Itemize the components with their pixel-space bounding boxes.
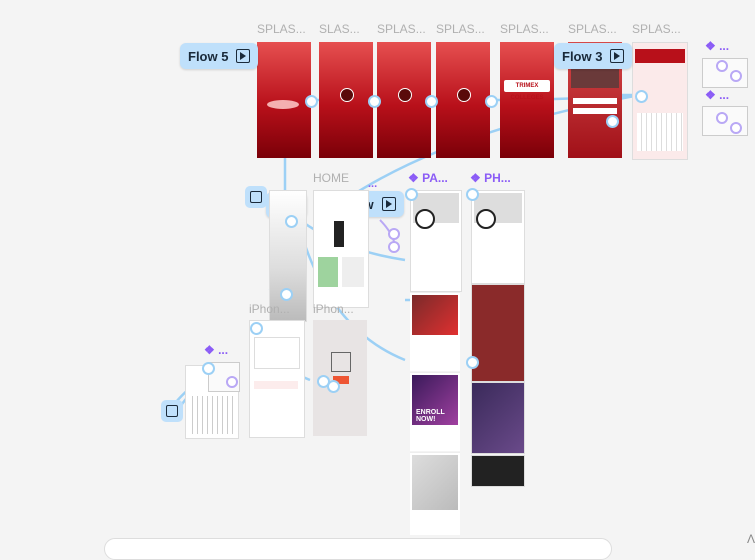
bottom-toolbar[interactable]	[104, 538, 612, 560]
flow-5-label: Flow 5	[188, 48, 229, 64]
flow-3-chip[interactable]: Flow 3	[554, 43, 633, 69]
connector-node[interactable]	[466, 356, 479, 369]
component-label[interactable]: ❖ ...	[705, 88, 730, 102]
corner-caret[interactable]: Λ	[747, 532, 755, 546]
profile-page-frame[interactable]	[410, 190, 462, 292]
frame-label-home[interactable]: HOME	[313, 171, 349, 185]
frame-label-splash-2[interactable]: SLAS...	[319, 22, 360, 36]
connector-node[interactable]	[250, 322, 263, 335]
connector-node[interactable]	[635, 90, 648, 103]
frame-label-iphone-2[interactable]: iPhon...	[313, 302, 354, 316]
frame-label-splash-6[interactable]: SPLAS...	[568, 22, 617, 36]
play-icon[interactable]	[236, 49, 251, 63]
connector-node[interactable]	[305, 95, 318, 108]
play-icon[interactable]	[610, 49, 625, 63]
connector-node[interactable]	[280, 288, 293, 301]
add-flow-icon[interactable]	[161, 400, 183, 422]
connector-node[interactable]	[327, 380, 340, 393]
component-node[interactable]	[388, 228, 400, 240]
photo-card[interactable]	[471, 455, 525, 487]
connector-node[interactable]	[425, 95, 438, 108]
enroll-text: ENROLL NOW!	[416, 409, 445, 423]
component-label[interactable]: ❖ ...	[705, 39, 730, 53]
post-card[interactable]	[410, 452, 460, 535]
component-label[interactable]: ...	[368, 178, 378, 190]
frame-label-splash-5[interactable]: SPLAS...	[500, 22, 549, 36]
component-label-pa[interactable]: ❖ PA...	[408, 171, 448, 185]
photo-card[interactable]	[471, 382, 525, 454]
connector-node[interactable]	[405, 188, 418, 201]
component-label[interactable]: ❖ ...	[204, 343, 229, 357]
component-node[interactable]	[716, 60, 728, 72]
component-label-ph[interactable]: ❖ PH...	[470, 171, 511, 185]
component-node[interactable]	[226, 376, 238, 388]
iphone-frame-1[interactable]	[249, 320, 305, 438]
frame-label-splash-7[interactable]: SPLAS...	[632, 22, 681, 36]
add-flow-icon[interactable]	[245, 186, 267, 208]
connector-node[interactable]	[202, 362, 215, 375]
flow-3-label: Flow 3	[562, 48, 603, 64]
splash-frame-3[interactable]	[377, 42, 431, 158]
component-node[interactable]	[388, 241, 400, 253]
frame-label-splash-4[interactable]: SPLAS...	[436, 22, 485, 36]
splash-frame-4[interactable]	[436, 42, 490, 158]
play-icon[interactable]	[381, 197, 396, 211]
frame-label-iphone-1[interactable]: iPhon...	[249, 302, 290, 316]
splash-frame-5[interactable]: TRIMEX COLLEGES	[500, 42, 554, 158]
connector-node[interactable]	[285, 215, 298, 228]
component-node[interactable]	[716, 112, 728, 124]
post-card-enroll[interactable]: ENROLL NOW!	[410, 372, 460, 451]
post-card[interactable]	[410, 292, 460, 371]
frame-label-splash-1[interactable]: SPLAS...	[257, 22, 306, 36]
connector-node[interactable]	[466, 188, 479, 201]
component-node[interactable]	[730, 70, 742, 82]
photos-page-frame[interactable]	[471, 190, 525, 284]
splash-frame-1[interactable]	[257, 42, 311, 158]
frame-label-splash-3[interactable]: SPLAS...	[377, 22, 426, 36]
component-node[interactable]	[730, 122, 742, 134]
connector-node[interactable]	[606, 115, 619, 128]
flow-5-chip[interactable]: Flow 5	[180, 43, 259, 69]
connector-node[interactable]	[368, 95, 381, 108]
home-frame[interactable]	[313, 190, 369, 308]
brand-logo: TRIMEX COLLEGES	[504, 80, 550, 101]
photo-grid[interactable]	[471, 284, 525, 382]
connector-node[interactable]	[485, 95, 498, 108]
splash-frame-2[interactable]	[319, 42, 373, 158]
